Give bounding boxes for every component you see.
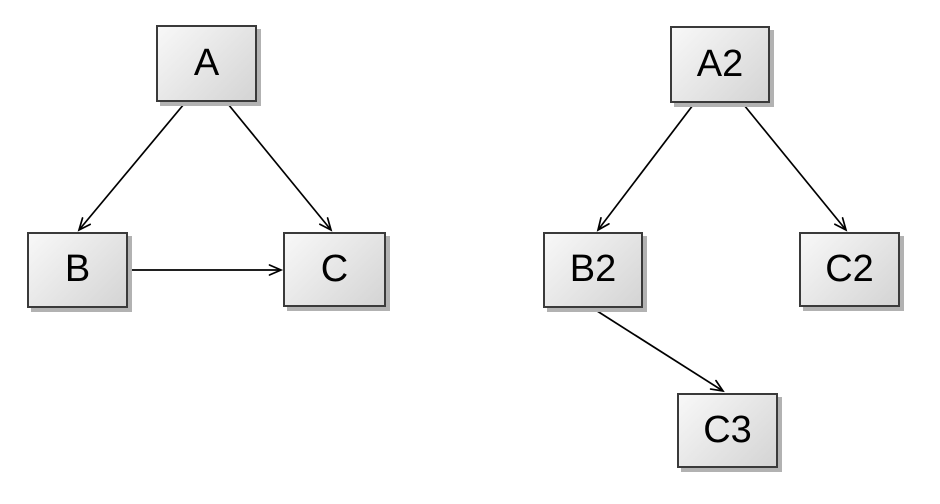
node-B[interactable]: B bbox=[27, 232, 128, 308]
node-C2[interactable]: C2 bbox=[799, 232, 900, 307]
node-A[interactable]: A bbox=[156, 25, 257, 102]
node-label: C2 bbox=[825, 247, 874, 290]
node-label: A bbox=[193, 41, 220, 84]
edge-A-B[interactable] bbox=[77, 103, 185, 232]
node-B2[interactable]: B2 bbox=[543, 232, 643, 308]
node-label: C3 bbox=[703, 408, 752, 451]
edge-A2-C2[interactable] bbox=[743, 104, 848, 232]
node-label: B bbox=[64, 248, 91, 290]
edge-group bbox=[77, 103, 848, 393]
node-A2[interactable]: A2 bbox=[670, 26, 770, 103]
edge-A-C[interactable] bbox=[227, 103, 333, 232]
node-label: A2 bbox=[696, 42, 744, 85]
node-label: B2 bbox=[569, 248, 617, 290]
edge-A2-B2[interactable] bbox=[596, 104, 694, 232]
node-C[interactable]: C bbox=[283, 232, 386, 307]
node-label: C bbox=[320, 247, 349, 290]
edge-B2-C3[interactable] bbox=[593, 308, 725, 393]
node-C3[interactable]: C3 bbox=[677, 393, 778, 468]
